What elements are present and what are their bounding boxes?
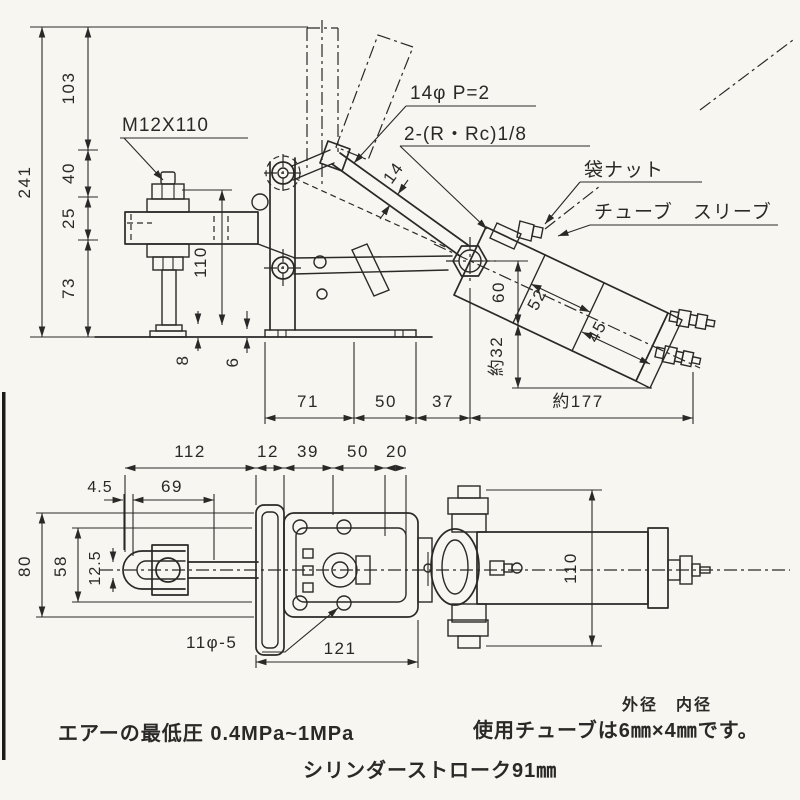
bottom-view-drawing: 112 12 39 50 20 4.5 69 80 58 12.5 110 — [15, 442, 790, 668]
dim-below-base: 約32 — [487, 336, 506, 376]
dim-h-mid2: 25 — [59, 207, 78, 229]
rod-end-fitting-upper — [668, 308, 716, 331]
port-fitting-top — [447, 485, 489, 533]
callout-cap-nut: 袋ナット — [584, 159, 664, 181]
dim-base-left: 71 — [297, 392, 319, 411]
callout-port-spec: 2-(R・Rc)1/8 — [404, 124, 527, 145]
dim-to-pivot: 37 — [432, 392, 454, 411]
notes-block: エアーの最低圧 0.4MPa~1MPa シリンダーストローク91㎜ 外径 内径 … — [58, 695, 759, 782]
dim-eye-offset: 4.5 — [87, 479, 112, 496]
dim-cyl-section1: 52 — [524, 285, 551, 313]
note-tube-spec-header: 外径 内径 — [621, 695, 712, 714]
spindle-assembly — [146, 171, 190, 338]
callout-rod-spec: 14φ P=2 — [410, 83, 490, 104]
callout-tube-sleeve: チューブ スリーブ — [594, 200, 772, 223]
callout-spindle-thread-group: M12X110 — [120, 115, 248, 181]
dim-slot-offset: 12.5 — [87, 550, 104, 585]
front-plate — [255, 504, 285, 656]
note-tube-spec: 使用チューブは6㎜×4㎜です。 — [472, 718, 759, 742]
arm-roller — [251, 193, 269, 211]
port-fitting-bottom — [447, 603, 489, 649]
dim-body-width: 80 — [15, 555, 34, 577]
head-port-fitting — [489, 39, 794, 250]
pivot-bracket — [264, 154, 453, 331]
dim-eye-length: 69 — [161, 477, 183, 496]
dim-base-thickness: 6 — [223, 357, 242, 368]
dim-h-upper: 103 — [59, 72, 78, 105]
dim-plate-thickness: 12 — [257, 442, 279, 461]
rod-end-fitting-lower — [654, 345, 702, 368]
stop-block — [351, 243, 390, 297]
callout-port-spec-group: 2-(R・Rc)1/8 — [399, 124, 590, 230]
dim-below-pivot: 60 — [489, 281, 508, 303]
clevis-eye — [122, 544, 189, 596]
dim-mount-holes: 11φ-5 — [186, 633, 237, 652]
dim-base-right: 50 — [375, 392, 397, 411]
dim-spindle-adjust: 110 — [191, 246, 210, 278]
dim-cylinder-reach: 約177 — [552, 392, 603, 411]
dim-rod-diameter: 14 — [379, 158, 407, 187]
callout-spindle-thread: M12X110 — [122, 115, 209, 136]
dim-h-mid1: 40 — [59, 162, 78, 184]
clamp-arm — [124, 193, 296, 259]
dim-cyl-section2: 45 — [584, 317, 611, 345]
callout-cap-nut-group: 袋ナット — [544, 159, 702, 225]
clamp-body-plan — [283, 512, 419, 618]
scan-edge-line — [2, 392, 6, 760]
dim-body-length: 121 — [324, 639, 357, 658]
dim-seg-50: 50 — [347, 442, 369, 461]
dim-seg-39: 39 — [297, 442, 319, 461]
note-cylinder-stroke: シリンダーストローク91㎜ — [303, 758, 557, 782]
dim-pad-height: 8 — [173, 355, 192, 366]
dim-across-fittings: 110 — [561, 552, 580, 584]
note-air-pressure: エアーの最低圧 0.4MPa~1MPa — [58, 721, 354, 745]
callout-tube-sleeve-group: チューブ スリーブ — [557, 200, 778, 237]
top-view-drawing: 14 — [15, 20, 794, 424]
dim-h-lower: 73 — [59, 277, 78, 299]
callout-rod-spec-group: 14φ P=2 — [353, 83, 536, 164]
arm-open-position — [306, 20, 339, 185]
toggle-linkage — [291, 140, 469, 257]
dim-inner-width: 58 — [51, 555, 70, 577]
dim-eye-to-plate: 112 — [174, 442, 206, 461]
dim-overall-height: 241 — [15, 166, 34, 199]
cylinder-plan — [417, 485, 711, 649]
handle-open-position — [335, 34, 414, 161]
dim-seg-20: 20 — [386, 442, 408, 461]
